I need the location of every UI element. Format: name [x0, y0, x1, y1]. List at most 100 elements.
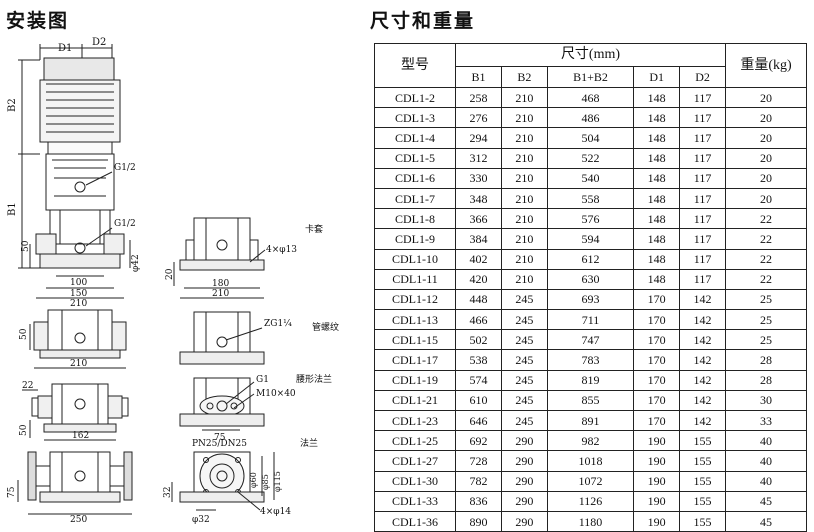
table-cell: 22: [725, 208, 807, 230]
table-cell: 890: [455, 510, 502, 532]
dim-210a: 210: [70, 299, 87, 309]
table-cell: 576: [546, 208, 635, 230]
table-cell: 522: [546, 147, 635, 169]
dim-210c: 210: [212, 289, 229, 299]
table-cell: 245: [500, 288, 548, 311]
table-cell: 836: [455, 490, 502, 512]
table-cell: CDL1-19: [374, 369, 456, 391]
table-cell: 504: [546, 127, 635, 149]
table-cell: 170: [633, 349, 681, 371]
table-cell: 155: [679, 430, 726, 452]
table-cell: CDL1-3: [374, 107, 456, 129]
table-cell: 117: [679, 268, 726, 290]
flange-d60: φ60: [249, 472, 258, 488]
table-cell: 148: [633, 228, 681, 250]
table-cell: 33: [725, 409, 807, 432]
table-cell: 210: [500, 147, 548, 169]
table-cell: CDL1-23: [374, 409, 456, 432]
table-cell: CDL1-33: [374, 490, 456, 512]
table-cell: 117: [679, 167, 726, 189]
table-cell: CDL1-6: [374, 167, 456, 189]
table-cell: 190: [633, 450, 681, 472]
table-cell: 402: [455, 248, 502, 270]
dim-75-oval: 75: [214, 433, 226, 443]
dim-210b: 210: [70, 359, 87, 369]
dim-50c: 50: [19, 424, 29, 436]
model-header: 型号: [374, 43, 456, 88]
dim-150: 150: [70, 289, 87, 299]
table-cell: 1180: [546, 510, 635, 532]
table-cell: 574: [455, 369, 502, 391]
table-cell: 210: [500, 107, 548, 129]
size-header: 尺寸(mm): [455, 43, 726, 67]
table-cell: 486: [546, 107, 635, 129]
table-cell: 245: [500, 409, 548, 432]
table-cell: 117: [679, 248, 726, 270]
flange-bolts: 4×φ14: [260, 507, 291, 517]
table-cell: 210: [500, 187, 548, 210]
install-heading: 安装图: [6, 10, 70, 32]
table-cell: 117: [679, 147, 726, 169]
table-cell: 538: [455, 349, 502, 371]
table-cell: 117: [679, 107, 726, 129]
table-cell: 25: [725, 329, 807, 351]
dim-22: 22: [22, 381, 33, 391]
dims-heading: 尺寸和重量: [370, 10, 476, 32]
table-cell: 117: [679, 127, 726, 149]
dim-d2: D2: [92, 37, 106, 48]
table-cell: 117: [679, 228, 726, 250]
table-cell: 170: [633, 389, 681, 412]
table-cell: 210: [500, 248, 548, 270]
dim-162: 162: [72, 431, 89, 441]
table-cell: 610: [455, 389, 502, 412]
table-cell: 276: [455, 107, 502, 129]
table-cell: 148: [633, 187, 681, 210]
col-d2: D2: [679, 66, 726, 88]
table-cell: 630: [546, 268, 635, 290]
table-cell: 148: [633, 248, 681, 270]
table-cell: 290: [500, 430, 548, 452]
dimensions-weight-table: 型号 尺寸(mm) 重量(kg) B1 B2 B1+B2 D1 D2 CDL1-…: [374, 43, 807, 532]
view-flange-side: 75 250: [7, 451, 133, 525]
table-cell: CDL1-30: [374, 470, 456, 492]
dim-50a: 50: [21, 240, 31, 252]
table-cell: 28: [725, 349, 807, 371]
table-cell: 210: [500, 228, 548, 250]
table-cell: 612: [546, 248, 635, 270]
label-oval-flange: 腰形法兰: [296, 373, 332, 385]
table-cell: CDL1-11: [374, 268, 456, 290]
dim-d1: D1: [58, 43, 72, 54]
table-cell: 148: [633, 167, 681, 189]
table-cell: 117: [679, 187, 726, 210]
table-cell: 148: [633, 107, 681, 129]
table-cell: 448: [455, 288, 502, 311]
dim-b1: B1: [7, 202, 18, 216]
table-cell: 210: [500, 167, 548, 189]
view-clamp: 卡套 4×φ13 20 180 210: [165, 217, 323, 299]
table-cell: CDL1-7: [374, 187, 456, 210]
table-cell: 170: [633, 409, 681, 432]
label-pipe-thread: 管螺纹: [312, 321, 339, 333]
table-cell: 348: [455, 187, 502, 210]
table-cell: 693: [546, 288, 635, 311]
table-cell: 142: [679, 329, 726, 351]
pump-side-view: D1 D2 B2 B1 G1/2 G1/2 50: [7, 37, 141, 309]
table-cell: 142: [679, 369, 726, 391]
clamp-bolts: 4×φ13: [266, 245, 297, 255]
table-cell: 420: [455, 268, 502, 290]
table-cell: 245: [500, 349, 548, 371]
table-cell: 258: [455, 86, 502, 109]
col-b1: B1: [455, 66, 502, 88]
table-cell: 692: [455, 430, 502, 452]
table-cell: 210: [500, 86, 548, 109]
table-cell: 20: [725, 167, 807, 189]
